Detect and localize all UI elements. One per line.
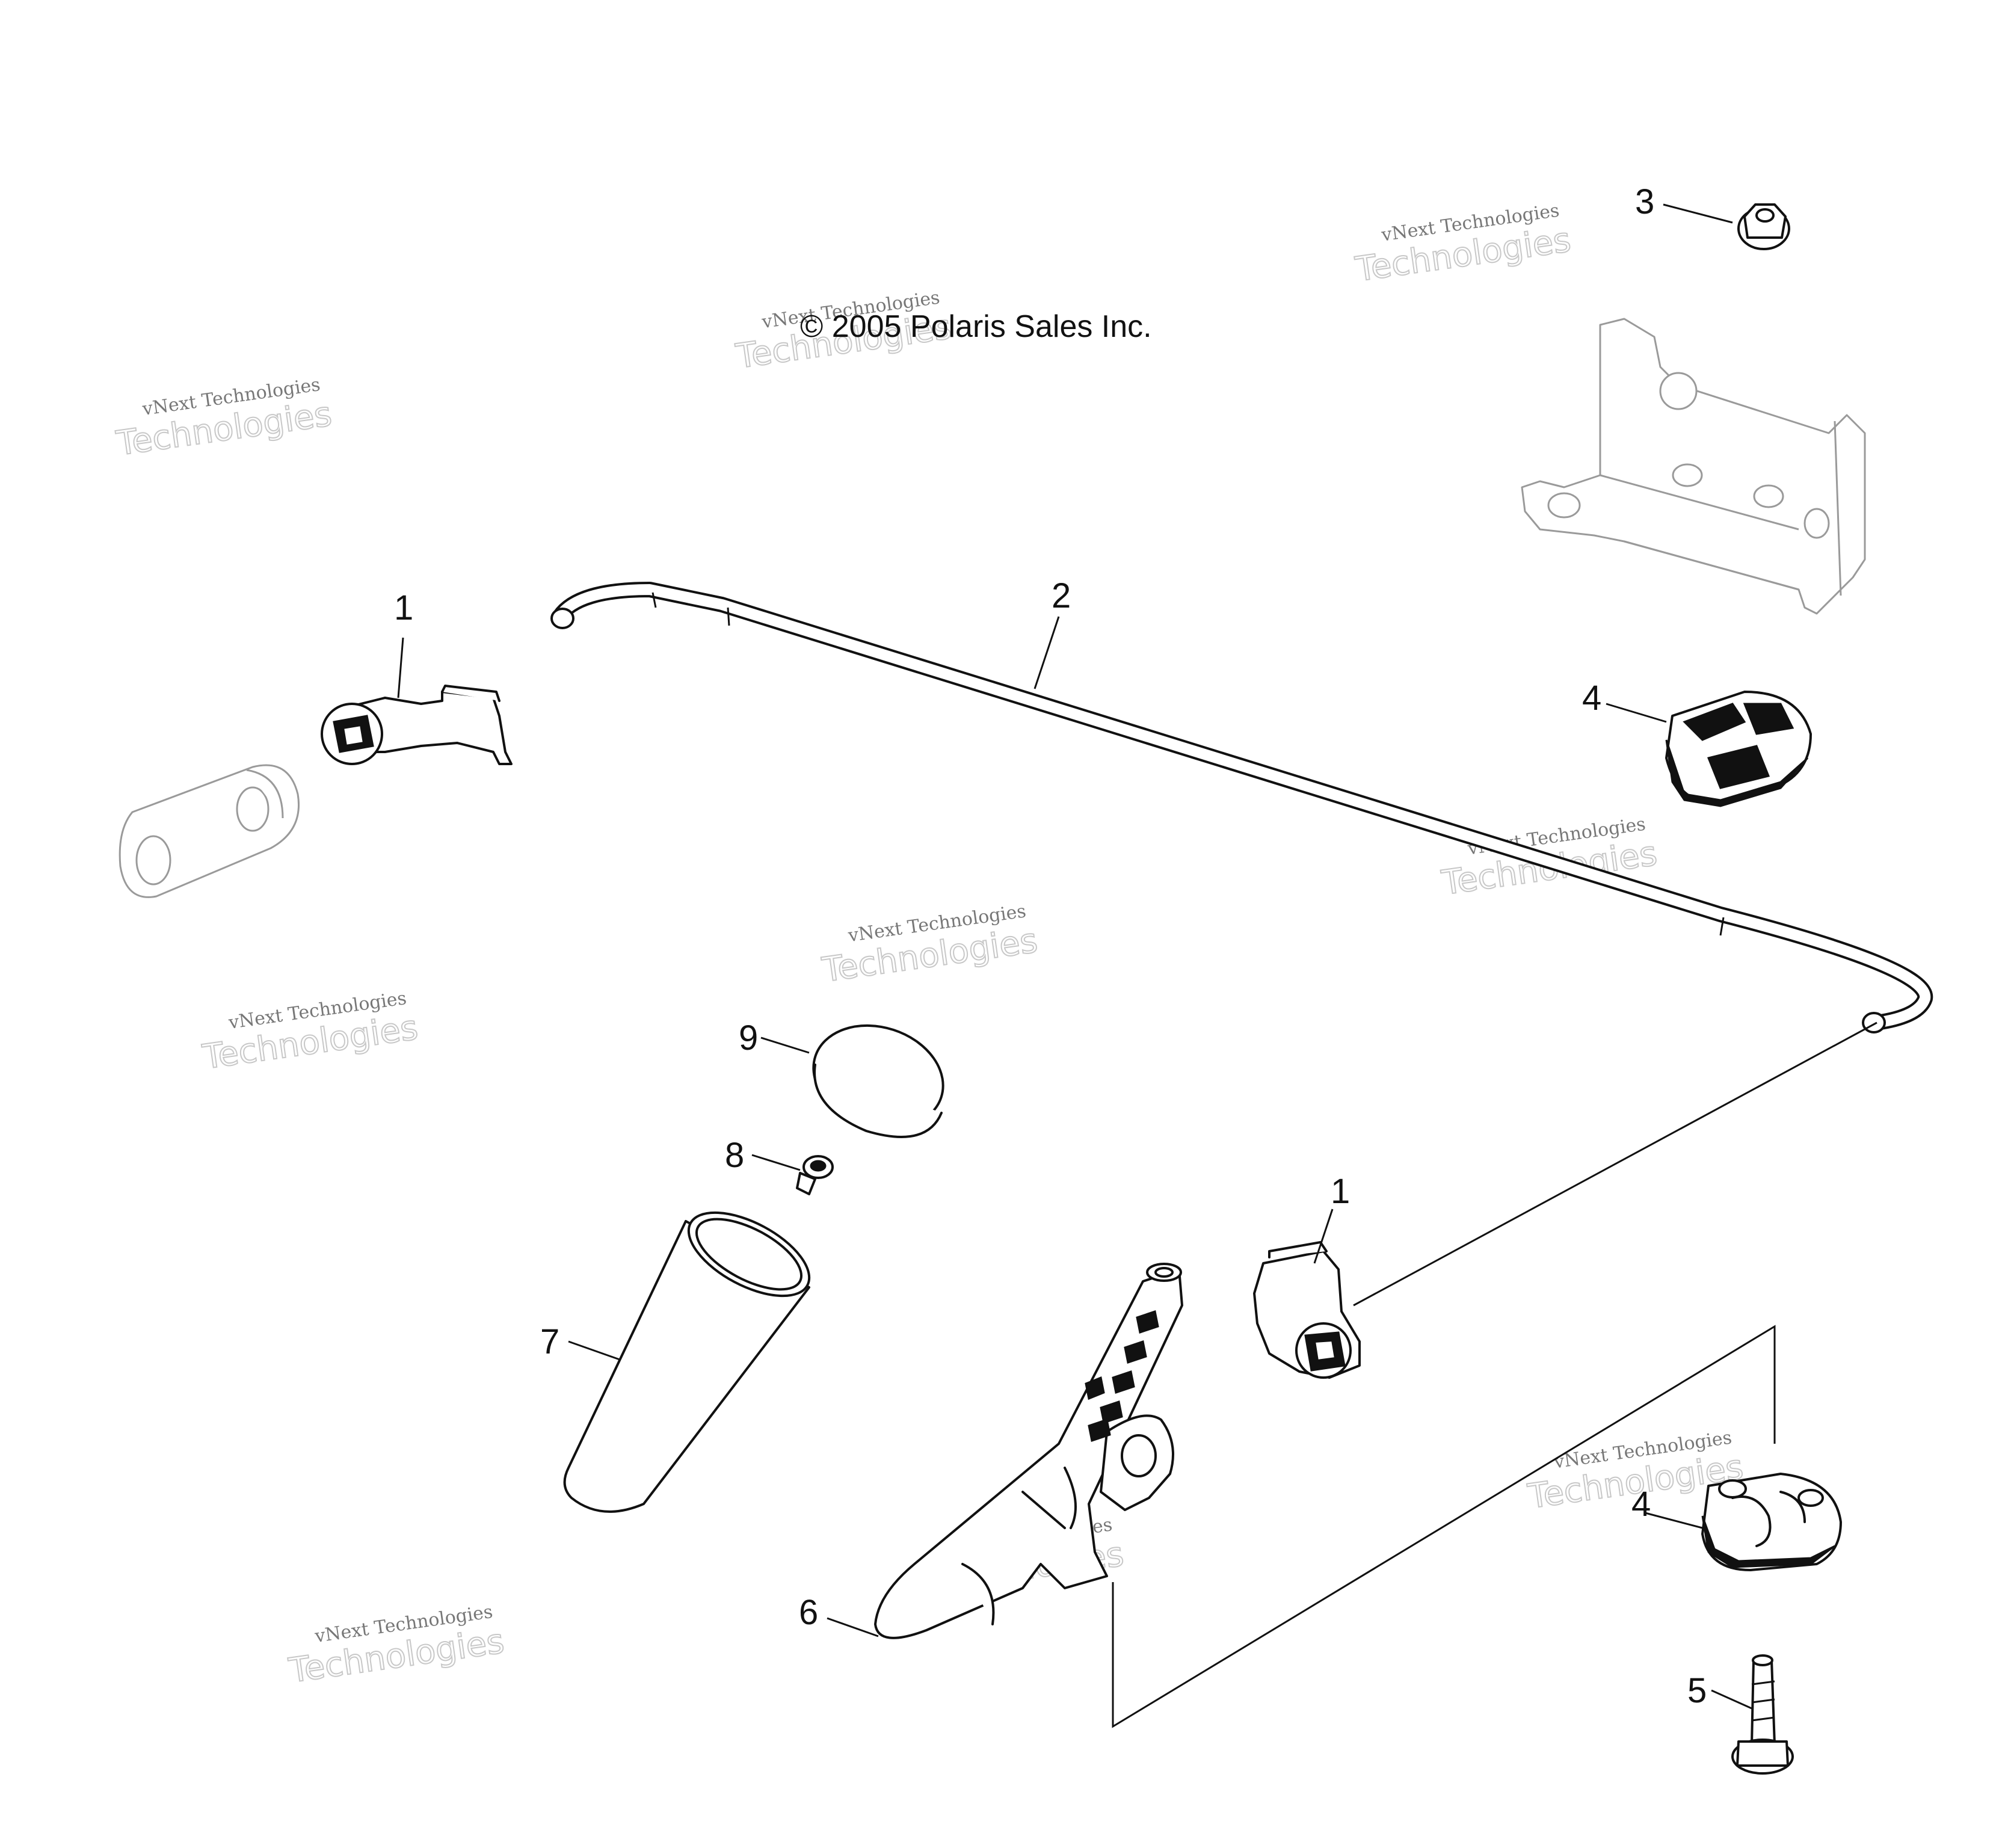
screw-part [796,1155,834,1195]
callout-9: 9 [739,1018,758,1058]
watermarks: Technologies vNext Technologies Technolo… [113,200,1746,1692]
callout-1-right: 1 [1331,1172,1350,1211]
leader-lines [397,203,1877,1728]
flange-bolt-part [1731,1654,1794,1775]
bushing-part-top [1665,691,1812,807]
watermark-7: Technologies vNext Technologies [286,1601,507,1692]
clip-part-right [1253,1241,1361,1379]
callout-labels: 1 2 3 4 1 4 5 6 7 8 9 [394,182,1707,1710]
watermark-1: Technologies vNext Technologies [113,374,334,464]
watermark-4: Technologies vNext Technologies [200,988,421,1078]
callout-1-left: 1 [394,588,413,627]
clip-part-left [321,685,513,765]
shift-lever-part [874,1263,1183,1639]
watermark-3: Technologies vNext Technologies [1352,200,1574,290]
cap-part [812,1024,944,1138]
watermark-5: Technologies vNext Technologies [819,901,1040,991]
callout-3: 3 [1635,182,1654,221]
ghost-mount-bracket [1521,318,1866,615]
callout-6: 6 [799,1593,818,1632]
callout-7: 7 [540,1322,559,1361]
bushing-part-bottom [1701,1473,1842,1571]
shift-boot-part [563,1211,811,1513]
callout-4-top: 4 [1582,679,1601,718]
callout-4-bottom: 4 [1631,1485,1651,1524]
callout-8: 8 [725,1136,744,1175]
callout-5: 5 [1687,1671,1707,1710]
callout-2: 2 [1052,576,1071,615]
ghost-bushing-block [119,764,300,898]
copyright-text: © 2005 Polaris Sales Inc. [800,309,1152,344]
flange-nut-part [1737,203,1790,250]
stabilizer-bar-part [550,582,1933,1033]
